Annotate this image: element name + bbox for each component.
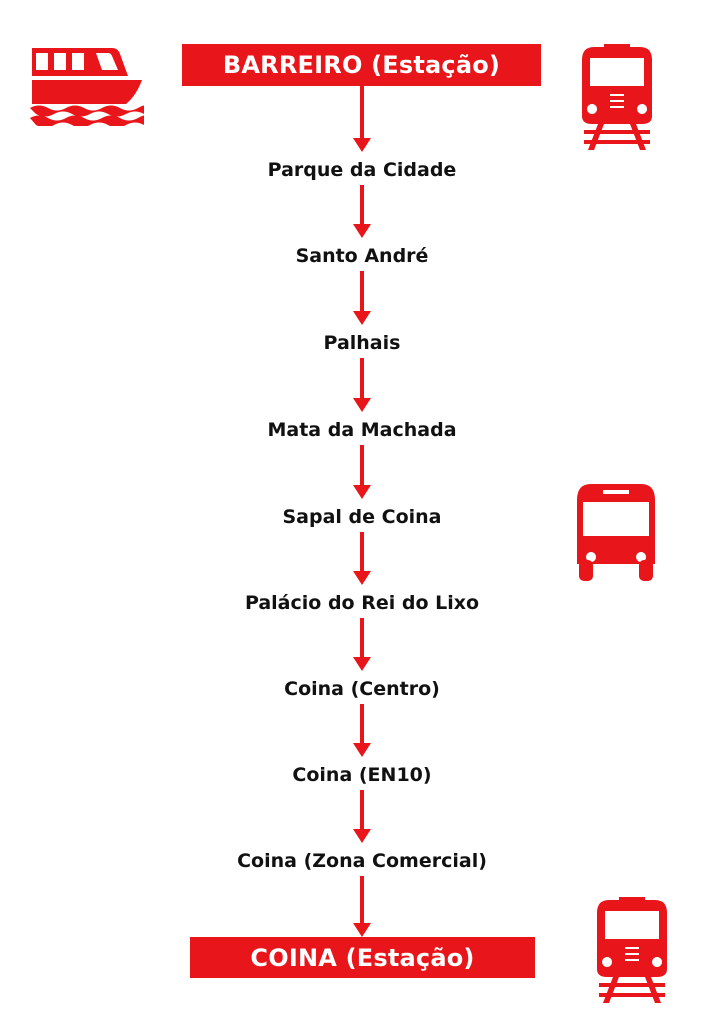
stop: Palhais bbox=[323, 332, 401, 354]
origin-station: BARREIRO (Estação) bbox=[182, 44, 541, 86]
stop: Coina (Centro) bbox=[284, 678, 440, 700]
stop: Coina (EN10) bbox=[292, 764, 432, 786]
destination-station: COINA (Estação) bbox=[190, 937, 535, 978]
stop: Palácio do Rei do Lixo bbox=[244, 592, 480, 614]
stop: Coina (Zona Comercial) bbox=[237, 850, 487, 872]
bus-icon bbox=[577, 484, 655, 581]
stop: Sapal de Coina bbox=[282, 506, 442, 528]
stop: Mata da Machada bbox=[267, 419, 457, 441]
stop: Santo André bbox=[295, 245, 429, 267]
origin-label: BARREIRO (Estação) bbox=[222, 51, 501, 79]
train-icon bbox=[597, 897, 667, 1003]
ferry-icon bbox=[30, 48, 144, 126]
train-icon bbox=[582, 44, 652, 150]
stop: Parque da Cidade bbox=[267, 159, 457, 181]
destination-label: COINA (Estação) bbox=[250, 943, 475, 972]
